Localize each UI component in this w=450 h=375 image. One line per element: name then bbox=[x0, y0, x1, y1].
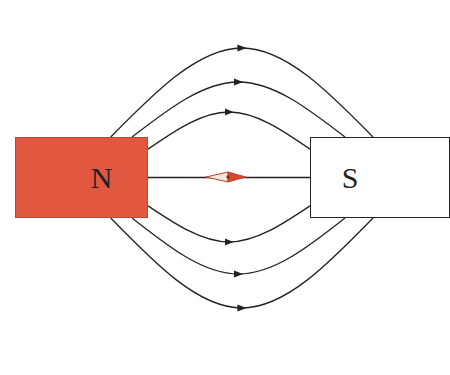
field-line bbox=[111, 48, 373, 137]
north-pole-magnet: N bbox=[15, 137, 148, 218]
pole-letter: S bbox=[342, 163, 359, 193]
south-pole-magnet: S bbox=[310, 137, 450, 218]
field-line bbox=[132, 218, 345, 274]
pole-letter: N bbox=[91, 163, 113, 193]
field-line bbox=[132, 82, 345, 137]
field-line bbox=[148, 206, 310, 242]
field-line bbox=[148, 112, 310, 149]
field-line bbox=[111, 218, 373, 308]
